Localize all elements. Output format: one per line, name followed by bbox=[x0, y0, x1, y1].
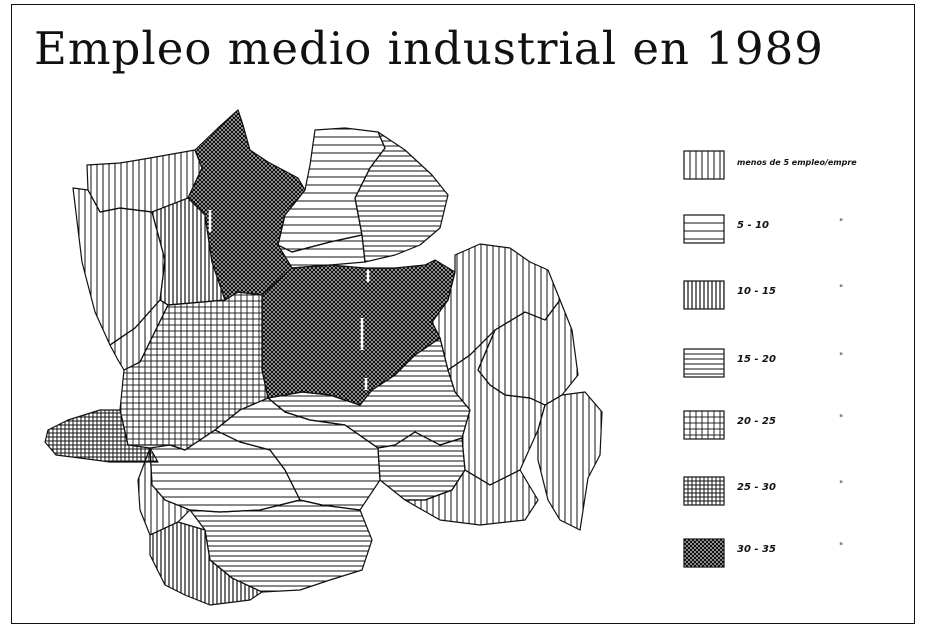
legend-label: 5 - 10 bbox=[737, 220, 769, 231]
legend-label: menos de 5 empleo/empre bbox=[737, 158, 857, 167]
region-southwest-grid bbox=[119, 291, 269, 451]
legend-ditto: " bbox=[839, 352, 844, 362]
region-south-v2 bbox=[149, 521, 263, 606]
region-north-h2 bbox=[354, 131, 449, 263]
legend-ditto: " bbox=[839, 218, 844, 228]
legend-ditto: " bbox=[839, 480, 844, 490]
legend-label: 10 - 15 bbox=[737, 286, 776, 297]
legend-ditto: " bbox=[839, 414, 844, 424]
legend-swatch-grid-wide bbox=[683, 410, 725, 440]
legend-ditto: " bbox=[839, 284, 844, 294]
legend-swatch-horizontal-dense bbox=[683, 348, 725, 378]
region-north-h3 bbox=[277, 234, 366, 269]
legend-label: 20 - 25 bbox=[737, 416, 776, 427]
legend-swatch-vertical-dense bbox=[683, 280, 725, 310]
legend-swatch-vertical-wide bbox=[683, 150, 725, 180]
legend-swatch-crosshatch-dark bbox=[683, 538, 725, 568]
legend-label: 30 - 35 bbox=[737, 544, 776, 555]
map-title: Empleo medio industrial en 1989 bbox=[34, 22, 824, 75]
legend-swatch-grid-dense bbox=[683, 476, 725, 506]
region-south-v3 bbox=[137, 447, 191, 536]
region-south-v1 bbox=[404, 469, 539, 526]
legend-ditto: " bbox=[839, 542, 844, 552]
map-frame bbox=[11, 4, 915, 624]
legend-swatch-horizontal-wide bbox=[683, 214, 725, 244]
region-east-far bbox=[537, 391, 603, 531]
legend-label: 25 - 30 bbox=[737, 482, 776, 493]
legend-label: 15 - 20 bbox=[737, 354, 776, 365]
